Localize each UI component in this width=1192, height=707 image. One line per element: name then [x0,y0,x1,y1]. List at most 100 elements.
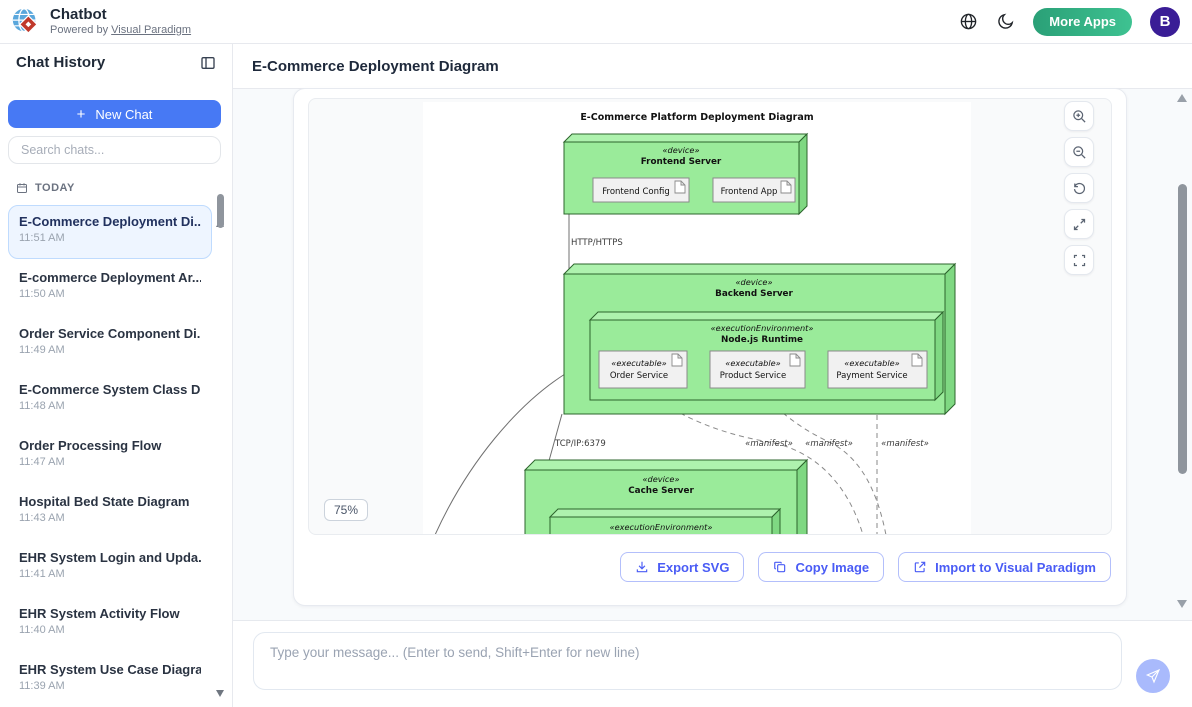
zoom-out-icon [1072,145,1086,159]
svg-text:«device»: «device» [736,277,773,287]
svg-text:«executable»: «executable» [611,358,666,368]
assistant-message-card: E-Commerce Platform Deployment Diagram «… [293,88,1127,606]
frontend-server-node[interactable]: «device» Frontend Server Frontend Config… [562,132,809,216]
cache-server-node[interactable]: «device» Cache Server «executionEnvironm… [523,458,809,535]
manifest-label: «manifest» [881,439,929,449]
diagram-canvas[interactable]: E-Commerce Platform Deployment Diagram «… [423,102,971,535]
fullscreen-icon [1073,254,1085,266]
zoom-level-badge: 75% [324,499,369,521]
fit-screen-button[interactable] [1064,209,1094,239]
artifact-doc-icon [780,180,792,194]
svg-text:«executionEnvironment»: «executionEnvironment» [711,323,814,333]
sidebar-title: Chat History [16,54,106,71]
send-icon [1145,668,1161,684]
send-button[interactable] [1136,659,1170,693]
user-avatar[interactable]: B [1150,6,1180,37]
svg-text:Backend Server: Backend Server [715,289,793,299]
diagram-viewer[interactable]: E-Commerce Platform Deployment Diagram «… [308,98,1112,535]
nodejs-runtime-node[interactable]: «executionEnvironment» Node.js Runtime «… [588,310,945,402]
svg-text:Frontend Server: Frontend Server [641,157,722,167]
svg-text:Node.js Runtime: Node.js Runtime [721,335,803,345]
chat-list-item[interactable]: EHR System Activity Flow 11:40 AM [19,606,180,636]
copy-icon [774,561,786,573]
main-scroll-up-icon[interactable] [1177,94,1187,102]
product-service-artifact[interactable]: «executable» Product Service [709,350,806,389]
manifest-label: «manifest» [805,439,853,449]
calendar-icon [17,183,27,193]
zoom-out-button[interactable] [1064,137,1094,167]
message-composer [233,620,1192,707]
chat-list-item[interactable]: Hospital Bed State Diagram 11:43 AM [19,494,190,524]
reset-view-button[interactable] [1064,173,1094,203]
language-globe-icon[interactable] [959,12,978,31]
new-chat-button[interactable]: + New Chat [8,100,221,128]
visual-paradigm-logo-icon [12,7,38,34]
svg-text:Cache Server: Cache Server [628,486,694,496]
search-chats-input[interactable] [8,136,221,164]
powered-by: Powered by Visual Paradigm [50,23,192,36]
chat-list-item[interactable]: Order Processing Flow 11:47 AM [19,438,162,468]
svg-text:Payment Service: Payment Service [836,371,907,381]
svg-text:«executable»: «executable» [844,358,899,368]
conversation-titlebar: E-Commerce Deployment Diagram [233,44,1192,89]
viewer-toolbar [1064,101,1094,275]
svg-text:Product Service: Product Service [720,371,786,381]
cache-runtime-node[interactable]: «executionEnvironment» [548,507,782,535]
main-scrollbar-thumb[interactable] [1178,184,1187,474]
chat-list-item[interactable]: Order Service Component Di... 11:49 AM [19,326,201,356]
list-scrollbar-thumb[interactable] [217,194,224,228]
export-svg-button[interactable]: Export SVG [620,552,745,582]
artifact-doc-icon [789,353,801,367]
artifact-doc-icon [911,353,923,367]
plus-icon: + [76,105,86,123]
fullscreen-button[interactable] [1064,245,1094,275]
payment-service-artifact[interactable]: «executable» Payment Service [827,350,928,389]
chat-list-item[interactable]: E-Commerce Deployment Di... 11:51 AM [8,205,212,259]
main-area: E-Commerce Deployment Diagram E-Commerce… [233,44,1192,707]
list-scroll-down-icon[interactable] [216,690,224,697]
chat-list: E-Commerce Deployment Di... 11:51 AM E-c… [8,205,212,707]
collapse-sidebar-icon[interactable] [200,55,216,71]
visual-paradigm-link[interactable]: Visual Paradigm [111,23,192,36]
svg-text:Order Service: Order Service [610,371,668,381]
svg-text:«device»: «device» [643,474,680,484]
expand-icon [1073,218,1085,230]
artifact-doc-icon [674,180,686,194]
main-scroll-down-icon[interactable] [1177,600,1187,608]
zoom-in-button[interactable] [1064,101,1094,131]
tcp-connection-label: TCP/IP:6379 [554,439,606,449]
app-header: Chatbot Powered by Visual Paradigm More … [0,0,1192,44]
zoom-in-icon [1072,109,1086,123]
svg-text:«executionEnvironment»: «executionEnvironment» [610,522,713,532]
chat-list-item[interactable]: EHR System Use Case Diagram 11:39 AM [19,662,201,692]
download-icon [636,561,648,573]
svg-text:«device»: «device» [663,145,700,155]
today-section-header: TODAY [16,182,75,194]
frontend-config-artifact[interactable]: Frontend Config [592,177,690,203]
reset-view-icon [1073,182,1085,194]
frontend-app-artifact[interactable]: Frontend App [712,177,796,203]
page-title: E-Commerce Deployment Diagram [252,57,499,75]
svg-text:«executable»: «executable» [725,358,780,368]
chat-list-item[interactable]: EHR System Login and Upda... 11:41 AM [19,550,201,580]
order-service-artifact[interactable]: «executable» Order Service [598,350,688,389]
http-connection-label: HTTP/HTTPS [571,238,623,248]
svg-text:Frontend App: Frontend App [721,187,778,197]
backend-server-node[interactable]: «device» Backend Server «executionEnviro… [562,262,957,416]
chat-history-sidebar: Chat History + New Chat TODAY E-Commerce… [0,44,233,707]
dark-mode-moon-icon[interactable] [996,12,1015,31]
brand-block: Chatbot Powered by Visual Paradigm [50,7,191,36]
diagram-title: E-Commerce Platform Deployment Diagram [580,112,813,123]
diagram-actions: Export SVG Copy Image Import to Visual P… [620,552,1111,582]
external-link-icon [914,561,926,573]
svg-text:Frontend Config: Frontend Config [602,187,670,197]
import-to-visual-paradigm-button[interactable]: Import to Visual Paradigm [898,552,1111,582]
chat-list-item[interactable]: E-Commerce System Class Di... 11:48 AM [19,382,201,412]
message-input[interactable] [253,632,1122,690]
chat-list-item[interactable]: E-commerce Deployment Ar... 11:50 AM [19,270,201,300]
copy-image-button[interactable]: Copy Image [758,552,885,582]
deployment-diagram-svg: E-Commerce Platform Deployment Diagram «… [434,112,957,535]
more-apps-button[interactable]: More Apps [1033,7,1132,36]
app-title: Chatbot [50,6,107,24]
